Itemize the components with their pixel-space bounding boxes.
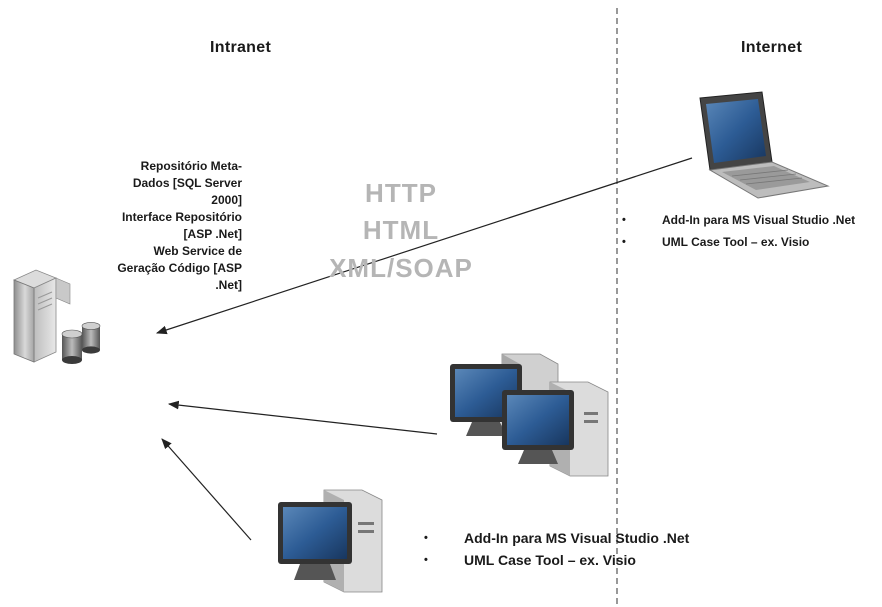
server-description-line: 2000] [211, 193, 242, 207]
feature-item: Add-In para MS Visual Studio .Net [622, 211, 862, 230]
intranet-label: Intranet [210, 39, 272, 56]
feature-item: Add-In para MS Visual Studio .Net [424, 527, 704, 549]
workstation-pair-icon [450, 353, 609, 477]
protocol-http: HTTP [365, 178, 437, 208]
server-description-line: Interface Repositório [121, 210, 242, 224]
arrow-workstations-to-server [167, 400, 438, 435]
server-database-icon [12, 269, 101, 364]
server-description-line: Dados [SQL Server [132, 176, 242, 190]
workstation-icon [278, 489, 383, 593]
feature-item: UML Case Tool – ex. Visio [622, 233, 862, 252]
laptop-icon [699, 91, 830, 199]
server-description-line: Web Service de [153, 244, 243, 258]
server-description-line: Repositório Meta- [140, 159, 242, 173]
protocol-html: HTML [362, 215, 440, 245]
server-description-line: Geração Código [ASP [117, 261, 242, 275]
server-description: Repositório Meta- Dados [SQL Server 2000… [72, 158, 242, 294]
internet-client-features: Add-In para MS Visual Studio .Net UML Ca… [622, 211, 862, 255]
server-description-line: [ASP .Net] [183, 227, 242, 241]
arrow-laptop-to-server [155, 157, 693, 335]
protocol-xml-soap: XML/SOAP [329, 253, 473, 283]
feature-item: UML Case Tool – ex. Visio [424, 549, 704, 571]
arrow-workstation-to-server [161, 438, 252, 541]
internet-label: Internet [741, 39, 803, 56]
server-description-line: .Net] [215, 278, 242, 292]
intranet-client-features: Add-In para MS Visual Studio .Net UML Ca… [424, 527, 704, 571]
